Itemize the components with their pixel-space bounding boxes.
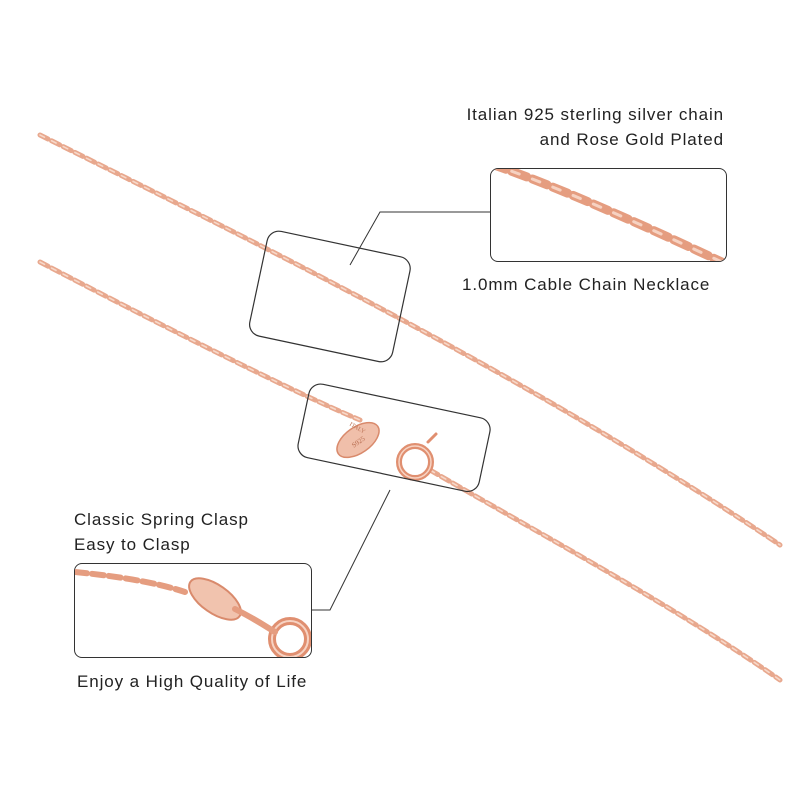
tagline-caption: Enjoy a High Quality of Life [77, 672, 308, 691]
clasp-zoom-image [75, 569, 311, 657]
chain-zoom-image [491, 169, 726, 261]
clasp-caption-line1: Classic Spring Clasp [74, 510, 249, 529]
chain-type-caption: 1.0mm Cable Chain Necklace [462, 275, 711, 294]
callout-box-clasp [297, 383, 491, 611]
clasp-caption-line2: Easy to Clasp [74, 535, 191, 554]
material-caption-line1: Italian 925 sterling silver chain [466, 105, 724, 124]
chain-zoom-box [490, 168, 727, 262]
material-caption-line2: and Rose Gold Plated [539, 130, 724, 149]
clasp: S925 ITALY [336, 422, 438, 481]
callout-box-chain [249, 211, 490, 363]
upper-chain [37, 132, 783, 548]
clasp-zoom-box [74, 563, 312, 658]
lower-chain [37, 259, 783, 683]
